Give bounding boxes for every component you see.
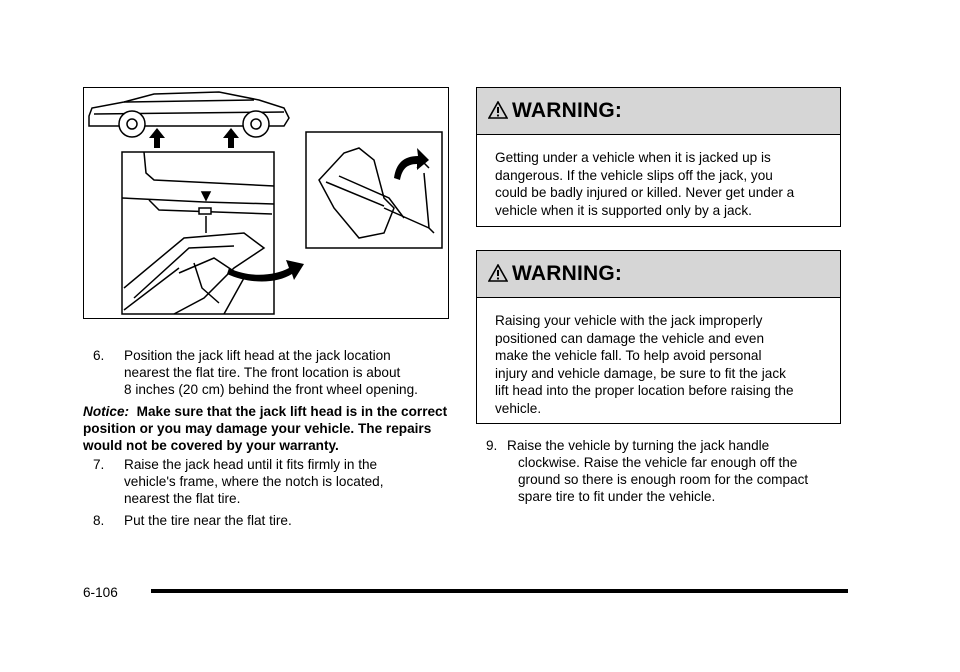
jack-handle-detail-inset (305, 131, 443, 249)
warning-triangle-icon (488, 264, 508, 282)
warning-1-title: WARNING: (512, 99, 623, 122)
warning-1-line-4: vehicle when it is supported only by a j… (495, 202, 752, 218)
step-6-line-1: Position the jack lift head at the jack … (124, 348, 391, 363)
turn-clockwise-arrow-icon (227, 148, 429, 282)
warning-box-2: WARNING: Raising your vehicle with the j… (476, 250, 841, 424)
step-8-line-1: Put the tire near the flat tire. (124, 513, 292, 528)
notice-paragraph: Notice: Make sure that the jack lift hea… (83, 403, 453, 454)
step-7-line-2: vehicle's frame, where the notch is loca… (124, 474, 384, 489)
notice-text: Make sure that the jack lift head is in … (83, 404, 448, 453)
warning-2-title: WARNING: (512, 262, 623, 285)
warning-2-line-1: Raising your vehicle with the jack impro… (495, 313, 763, 328)
footer-rule (151, 589, 848, 593)
step-7-line-1: Raise the jack head until it fits firmly… (124, 457, 378, 472)
warning-triangle-icon (488, 101, 508, 119)
step-7-number: 7. (93, 457, 105, 472)
warning-2-header: WARNING: (477, 251, 840, 298)
warning-1-line-2: dangerous. If the vehicle slips off the … (495, 167, 773, 183)
step-9-text: Raise the vehicle by turning the jack ha… (507, 437, 808, 505)
warning-2-body: Raising your vehicle with the jack impro… (495, 312, 835, 417)
warning-2-line-5: lift head into the proper location befor… (495, 383, 794, 398)
car-side-view-icon (88, 91, 290, 138)
step-7-text: Raise the jack head until it fits firmly… (124, 456, 384, 507)
jack-illustration (83, 87, 449, 319)
warning-2-line-6: vehicle. (495, 400, 542, 416)
step-6-line-2: nearest the flat tire. The front locatio… (124, 365, 401, 380)
warning-2-line-3: make the vehicle fall. To help avoid per… (495, 348, 762, 363)
jack-head-detail-inset (121, 151, 275, 315)
step-9-line-2: clockwise. Raise the vehicle far enough … (518, 455, 798, 470)
step-6-line-3: 8 inches (20 cm) behind the front wheel … (124, 382, 418, 397)
step-7-line-3: nearest the flat tire. (124, 491, 241, 506)
step-9-number: 9. (486, 438, 498, 453)
page-number: 6-106 (83, 585, 118, 600)
warning-2-line-4: injury and vehicle damage, be sure to fi… (495, 365, 786, 381)
step-8-number: 8. (93, 513, 105, 528)
notice-label: Notice: (83, 404, 130, 419)
lift-point-arrow-icon (149, 128, 239, 148)
step-6-number: 6. (93, 348, 105, 363)
step-6-text: Position the jack lift head at the jack … (124, 347, 418, 398)
step-9-line-1: Raise the vehicle by turning the jack ha… (507, 438, 770, 453)
warning-box-1: WARNING: Getting under a vehicle when it… (476, 87, 841, 227)
step-9-line-3: ground so there is enough room for the c… (518, 472, 809, 487)
warning-2-line-2: positioned can damage the vehicle and ev… (495, 330, 765, 346)
warning-1-body: Getting under a vehicle when it is jacke… (495, 149, 835, 219)
warning-1-header: WARNING: (477, 88, 840, 135)
step-9-line-4: spare tire to fit under the vehicle. (518, 489, 716, 504)
step-8-text: Put the tire near the flat tire. (124, 512, 292, 529)
warning-1-line-1: Getting under a vehicle when it is jacke… (495, 150, 771, 165)
warning-1-line-3: could be badly injured or killed. Never … (495, 185, 795, 200)
jack-illustration-drawing (88, 91, 443, 315)
